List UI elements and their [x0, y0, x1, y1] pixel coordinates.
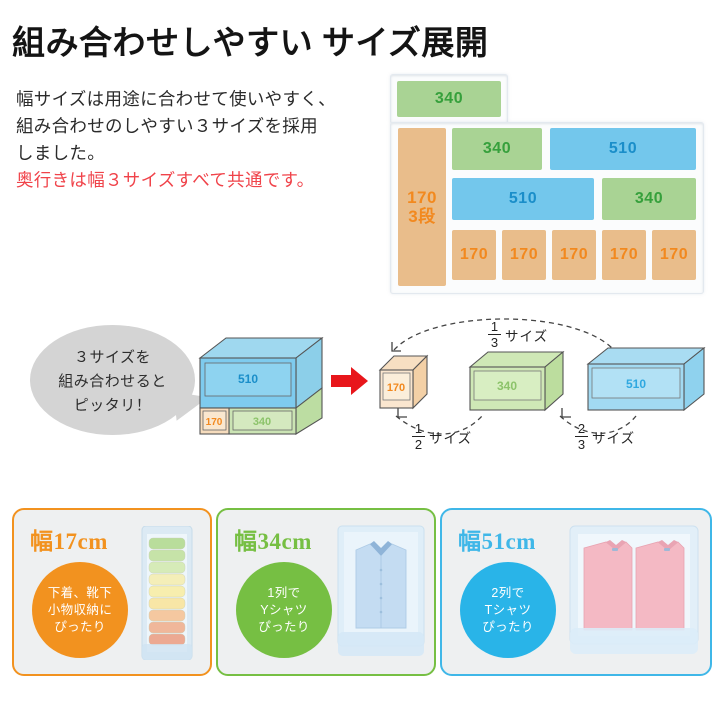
- shelf-slot-170-r4-2: 170: [502, 230, 546, 280]
- fraction-unit: サイズ: [429, 430, 473, 446]
- fraction-label-one-third: 1 3 サイズ: [488, 320, 548, 349]
- panel-badge-17cm: 下着、靴下 小物収納に ぴったり: [32, 562, 128, 658]
- fraction-denominator: 3: [577, 437, 586, 453]
- fraction-bar: [575, 436, 588, 438]
- fraction-denominator: 3: [490, 335, 499, 351]
- box-label-510: 510: [626, 377, 646, 391]
- stack-label-340: 340: [253, 416, 271, 428]
- bubble-line-2: 組み合わせると: [58, 372, 167, 390]
- panel-title-51cm: 幅51cm: [458, 529, 536, 554]
- badge-line-2: Yシャツ: [260, 602, 308, 617]
- fraction-numerator: 1: [414, 421, 423, 436]
- shelf-3dan-label: 3段: [408, 207, 436, 226]
- shelf-slot-340-r3: 340: [602, 178, 696, 220]
- panel-title-17cm: 幅17cm: [30, 529, 108, 554]
- stack-label-170: 170: [206, 417, 223, 428]
- box-label-340: 340: [497, 379, 517, 393]
- shelf-slot-170-r4-3: 170: [552, 230, 596, 280]
- panel-badge-34cm: 1列で Yシャツ ぴったり: [236, 562, 332, 658]
- shelf-170-label: 170: [407, 188, 437, 207]
- product-panel-17cm: 幅17cm 下着、靴下 小物収納に ぴったり: [12, 508, 212, 676]
- intro-line-3: しました。: [16, 143, 105, 163]
- fraction-denominator: 2: [414, 437, 423, 453]
- fraction-unit: サイズ: [592, 430, 636, 446]
- shelf-slot-170-r4-4: 170: [602, 230, 646, 280]
- stack-label-510: 510: [238, 372, 258, 386]
- bubble-line-1: ３サイズを: [73, 348, 152, 366]
- badge-line-3: ぴったり: [482, 619, 534, 634]
- box-label-170: 170: [387, 382, 405, 394]
- product-panel-34cm: 幅34cm 1列で Yシャツ ぴったり: [216, 508, 436, 676]
- badge-line-1: 2列で: [491, 585, 525, 600]
- badge-line-2: Tシャツ: [484, 602, 532, 617]
- fraction-two-thirds: 2 3: [575, 422, 588, 451]
- badge-line-3: ぴったり: [258, 619, 310, 634]
- fraction-bar: [412, 436, 425, 438]
- shelf-layout-diagram: 340 170 3段 340 510 510 340 170 170 170 1…: [386, 72, 704, 294]
- size-comparison-diagram: 170 340 510 1 3 サイズ 1: [370, 312, 712, 458]
- badge-line-2: 小物収納に: [47, 602, 113, 617]
- shelf-slot-170-3dan: 170 3段: [398, 128, 446, 286]
- shelf-slot-170-r4-5: 170: [652, 230, 696, 280]
- badge-line-3: ぴったり: [54, 619, 106, 634]
- fraction-label-two-thirds: 2 3 サイズ: [575, 422, 635, 451]
- shelf-case-row1: 340: [390, 74, 508, 124]
- red-arrow-icon: [331, 366, 369, 396]
- shelf-slot-510-r2: 510: [550, 128, 696, 170]
- shelf-slot-510-r3: 510: [452, 178, 594, 220]
- intro-line-2: 組み合わせのしやすい３サイズを採用: [16, 116, 318, 136]
- badge-line-1: 1列で: [267, 585, 301, 600]
- panel-title-34cm: 幅34cm: [234, 529, 312, 554]
- speech-bubble-shape: [30, 325, 195, 435]
- fraction-bar: [488, 334, 501, 336]
- intro-paragraph: 幅サイズは用途に合わせて使いやすく、 組み合わせのしやすい３サイズを採用 しまし…: [16, 86, 376, 194]
- shelf-slot-340-r1: 340: [397, 81, 501, 117]
- panel-badge-51cm: 2列で Tシャツ ぴったり: [460, 562, 556, 658]
- product-panel-51cm: 幅51cm 2列で Tシャツ ぴったり: [440, 508, 712, 676]
- shelf-slot-340-r2: 340: [452, 128, 542, 170]
- intro-line-4-highlight: 奥行きは幅３サイズすべて共通です。: [16, 170, 315, 190]
- fraction-numerator: 1: [490, 319, 499, 334]
- shelf-slot-170-r4-1: 170: [452, 230, 496, 280]
- intro-line-1: 幅サイズは用途に合わせて使いやすく、: [16, 89, 336, 109]
- fraction-numerator: 2: [577, 421, 586, 436]
- speech-bubble-text: ３サイズを 組み合わせると ピッタリ！: [30, 325, 195, 435]
- fraction-label-one-half: 1 2 サイズ: [412, 422, 472, 451]
- badge-line-1: 下着、靴下: [47, 585, 113, 600]
- speech-bubble: ３サイズを 組み合わせると ピッタリ！: [30, 325, 211, 435]
- panel-photo-51cm: [568, 524, 700, 660]
- panel-photo-17cm: [138, 526, 196, 660]
- fraction-unit: サイズ: [505, 328, 549, 344]
- fraction-one-third: 1 3: [488, 320, 501, 349]
- bubble-line-3: ピッタリ！: [73, 396, 152, 414]
- stacked-drawer-unit: 510 340 170: [196, 330, 326, 436]
- fraction-one-half: 1 2: [412, 422, 425, 451]
- panel-photo-34cm: [336, 524, 426, 660]
- page-title: 組み合わせしやすい サイズ展開: [12, 26, 489, 62]
